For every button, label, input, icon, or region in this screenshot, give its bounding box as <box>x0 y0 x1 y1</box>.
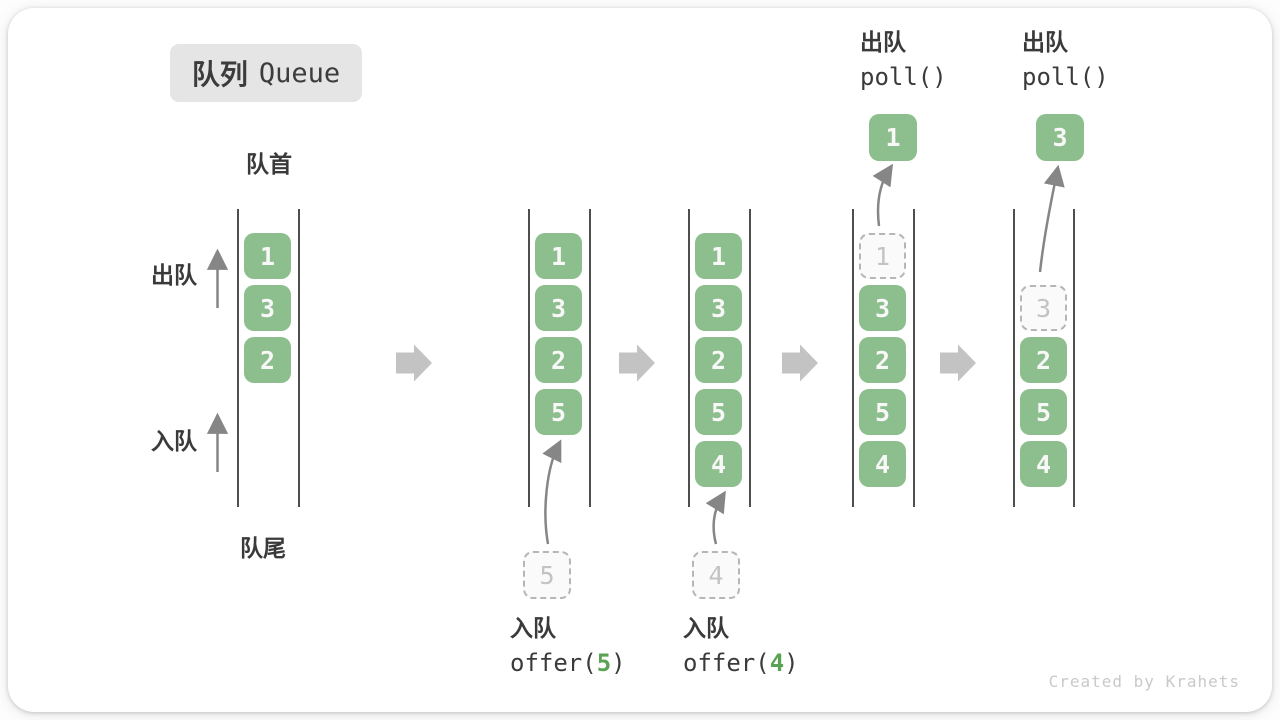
queue-wall-left <box>852 209 854 507</box>
poll-op-code: poll() <box>1022 63 1109 91</box>
dequeued-element-placeholder: 1 <box>859 233 906 279</box>
dequeue-side-label: 出队 <box>151 262 197 288</box>
offer-code-arg: 5 <box>596 649 612 677</box>
queue-wall-left <box>688 209 690 507</box>
offer-op-label-zh: 入队 <box>683 615 729 641</box>
queue-element: 5 <box>695 389 742 435</box>
offer-code-prefix: offer( <box>510 649 597 677</box>
queue-element: 5 <box>1020 389 1067 435</box>
incoming-element: 4 <box>692 551 740 599</box>
offer-code-arg: 4 <box>769 649 785 677</box>
title-zh: 队列 <box>191 59 248 90</box>
queue-wall-right <box>298 209 300 507</box>
polled-element: 1 <box>869 114 917 161</box>
incoming-element: 5 <box>523 551 571 599</box>
queue-element: 3 <box>535 285 582 331</box>
queue-element: 3 <box>244 285 291 331</box>
queue-wall-right <box>749 209 751 507</box>
queue-element: 3 <box>859 285 906 331</box>
queue-wall-left <box>1013 209 1015 507</box>
queue-element: 4 <box>1020 441 1067 487</box>
queue-element: 1 <box>535 233 582 279</box>
queue-element: 1 <box>695 233 742 279</box>
offer-code-prefix: offer( <box>683 649 770 677</box>
queue-element: 2 <box>859 337 906 383</box>
queue-element: 3 <box>695 285 742 331</box>
dequeued-element-placeholder: 3 <box>1020 285 1067 331</box>
queue-wall-right <box>589 209 591 507</box>
queue-front-label: 队首 <box>246 151 292 177</box>
poll-op-code: poll() <box>860 63 947 91</box>
enqueue-side-label: 入队 <box>151 428 197 454</box>
queue-wall-left <box>237 209 239 507</box>
polled-element: 3 <box>1036 114 1084 161</box>
offer-op-code: offer(4) <box>683 650 799 676</box>
queue-element: 4 <box>695 441 742 487</box>
queue-rear-label: 队尾 <box>240 535 286 561</box>
offer-code-suffix: ) <box>784 649 799 677</box>
offer-code-suffix: ) <box>611 649 626 677</box>
queue-element: 1 <box>244 233 291 279</box>
queue-wall-left <box>528 209 530 507</box>
queue-element: 2 <box>695 337 742 383</box>
queue-element: 2 <box>1020 337 1067 383</box>
offer-op-code: offer(5) <box>510 650 626 676</box>
title-badge: 队列 Queue <box>170 44 362 102</box>
poll-op-label-zh: 出队 <box>860 29 906 55</box>
queue-element: 4 <box>859 441 906 487</box>
queue-element: 2 <box>244 337 291 383</box>
queue-element: 5 <box>535 389 582 435</box>
watermark: Created by Krahets <box>1048 672 1240 691</box>
poll-op-label-zh: 出队 <box>1022 29 1068 55</box>
title-en: Queue <box>258 57 341 89</box>
offer-op-label-zh: 入队 <box>510 615 556 641</box>
queue-wall-right <box>1073 209 1075 507</box>
queue-element: 2 <box>535 337 582 383</box>
queue-element: 5 <box>859 389 906 435</box>
queue-wall-right <box>913 209 915 507</box>
